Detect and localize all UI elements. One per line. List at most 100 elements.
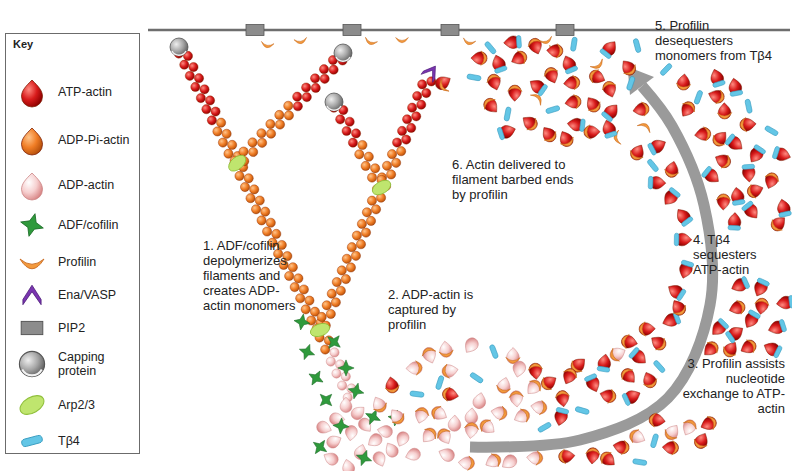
profilin-symbol: [716, 90, 726, 106]
thymosin-symbol: [604, 131, 617, 139]
actin-subunit: [331, 298, 340, 307]
actin-subunit: [275, 120, 284, 129]
monomer-complex: [727, 299, 747, 318]
adp-actin-monomer: [496, 376, 512, 395]
monomer-complex: [497, 123, 517, 140]
ena-vasp-symbol: [23, 285, 41, 305]
actin-subunit: [367, 173, 376, 182]
adp-actin-monomer: [490, 405, 508, 421]
atp-actin-monomer: [619, 366, 639, 386]
monomer-complex: [632, 101, 651, 118]
actin-subunit: [351, 251, 360, 260]
monomer-complex: [489, 344, 499, 359]
monomer-complex: [563, 75, 581, 91]
monomer-complex: [597, 353, 612, 372]
actin-subunit: [417, 100, 426, 109]
actin-subunit: [403, 115, 412, 124]
monomer-complex: [768, 213, 790, 235]
actin-subunit: [336, 115, 345, 124]
actin-subunit: [392, 158, 401, 167]
thymosin-symbol: [712, 80, 725, 88]
actin-subunit: [207, 116, 216, 125]
thymosin-symbol: [632, 459, 647, 466]
profilin-symbol: [495, 385, 510, 394]
actin-subunit: [319, 65, 328, 74]
actin-subunit: [257, 216, 266, 225]
atp-actin-monomer: [710, 128, 730, 148]
monomer-complex: [647, 332, 669, 353]
profilin-symbol: [644, 379, 660, 390]
monomer-complex: [633, 38, 641, 53]
profilin-symbol: [481, 51, 487, 65]
monomer-complex: [511, 360, 527, 379]
atp-actin-monomer: [718, 103, 731, 120]
thymosin-symbol: [647, 143, 657, 156]
monomer-complex: [741, 200, 762, 222]
actin-subunit: [196, 93, 205, 102]
thymosin-symbol: [597, 366, 610, 372]
monomer-complex: [465, 407, 479, 424]
adp-actin-monomer: [526, 451, 543, 465]
actin-subunit: [371, 164, 380, 173]
profilin-symbol: [481, 95, 496, 109]
actin-subunit: [262, 227, 271, 236]
thymosin-symbol: [728, 225, 741, 230]
monomer-complex: [639, 369, 659, 390]
atp-actin-monomer: [528, 363, 542, 380]
profilin-symbol: [392, 414, 407, 427]
monomer-complex: [637, 121, 652, 133]
actin-subunit: [367, 196, 376, 205]
monomer-complex: [599, 38, 620, 60]
atp-actin-monomer: [632, 102, 650, 117]
atp-actin-monomer: [600, 38, 620, 59]
monomer-complex: [482, 451, 503, 471]
monomer-complex: [386, 406, 407, 428]
arp23-symbol: [226, 152, 249, 174]
profilin-symbol: [663, 169, 678, 178]
profilin-symbol: [437, 79, 449, 94]
adp-actin-monomer: [382, 440, 400, 459]
actin-subunit: [412, 112, 421, 121]
actin-filaments: [170, 38, 441, 471]
thymosin-symbol: [469, 372, 483, 384]
thymosin-symbol: [725, 331, 736, 344]
monomer-complex: [507, 85, 522, 101]
thymosin-symbol: [779, 319, 787, 332]
adp-actin-monomer: [22, 173, 43, 200]
monomer-complex: [438, 340, 455, 358]
thymosin-symbol: [659, 63, 672, 77]
cofilin-symbol: [305, 367, 327, 389]
profilin-symbol: [294, 37, 308, 44]
profilin-symbol: [737, 299, 747, 315]
profilin-symbol: [746, 184, 756, 200]
actin-subunit: [387, 150, 396, 159]
monomer-complex: [471, 51, 487, 66]
actin-subunit: [251, 205, 260, 214]
actin-subunit: [336, 286, 345, 295]
monomer-complex: [607, 344, 628, 364]
monomer-complex: [653, 360, 666, 374]
monomer-complex: [618, 57, 639, 79]
atp-actin-monomer: [560, 366, 578, 386]
atp-actin-monomer: [22, 80, 43, 107]
monomer-complex: [728, 212, 741, 230]
actin-subunit: [329, 65, 338, 74]
profilin-symbol: [554, 390, 569, 398]
profilin-symbol: [676, 83, 691, 90]
monomer-complex: [767, 319, 787, 336]
monomer-complex: [558, 448, 576, 464]
actin-subunit: [382, 161, 391, 170]
profilin-symbol: [672, 441, 679, 456]
profilin-symbol: [608, 348, 620, 363]
thymosin-symbol: [701, 166, 712, 179]
monomer-complex: [458, 455, 475, 471]
thymosin-symbol: [668, 187, 681, 198]
monomer-complex: [708, 67, 725, 87]
cofilin-symbol: [297, 342, 318, 363]
monomer-complex: [559, 366, 579, 387]
profilin-symbol: [740, 117, 747, 132]
monomer-complex: [676, 73, 692, 91]
capping-body: [334, 44, 352, 62]
atp-actin-monomer: [694, 127, 712, 142]
